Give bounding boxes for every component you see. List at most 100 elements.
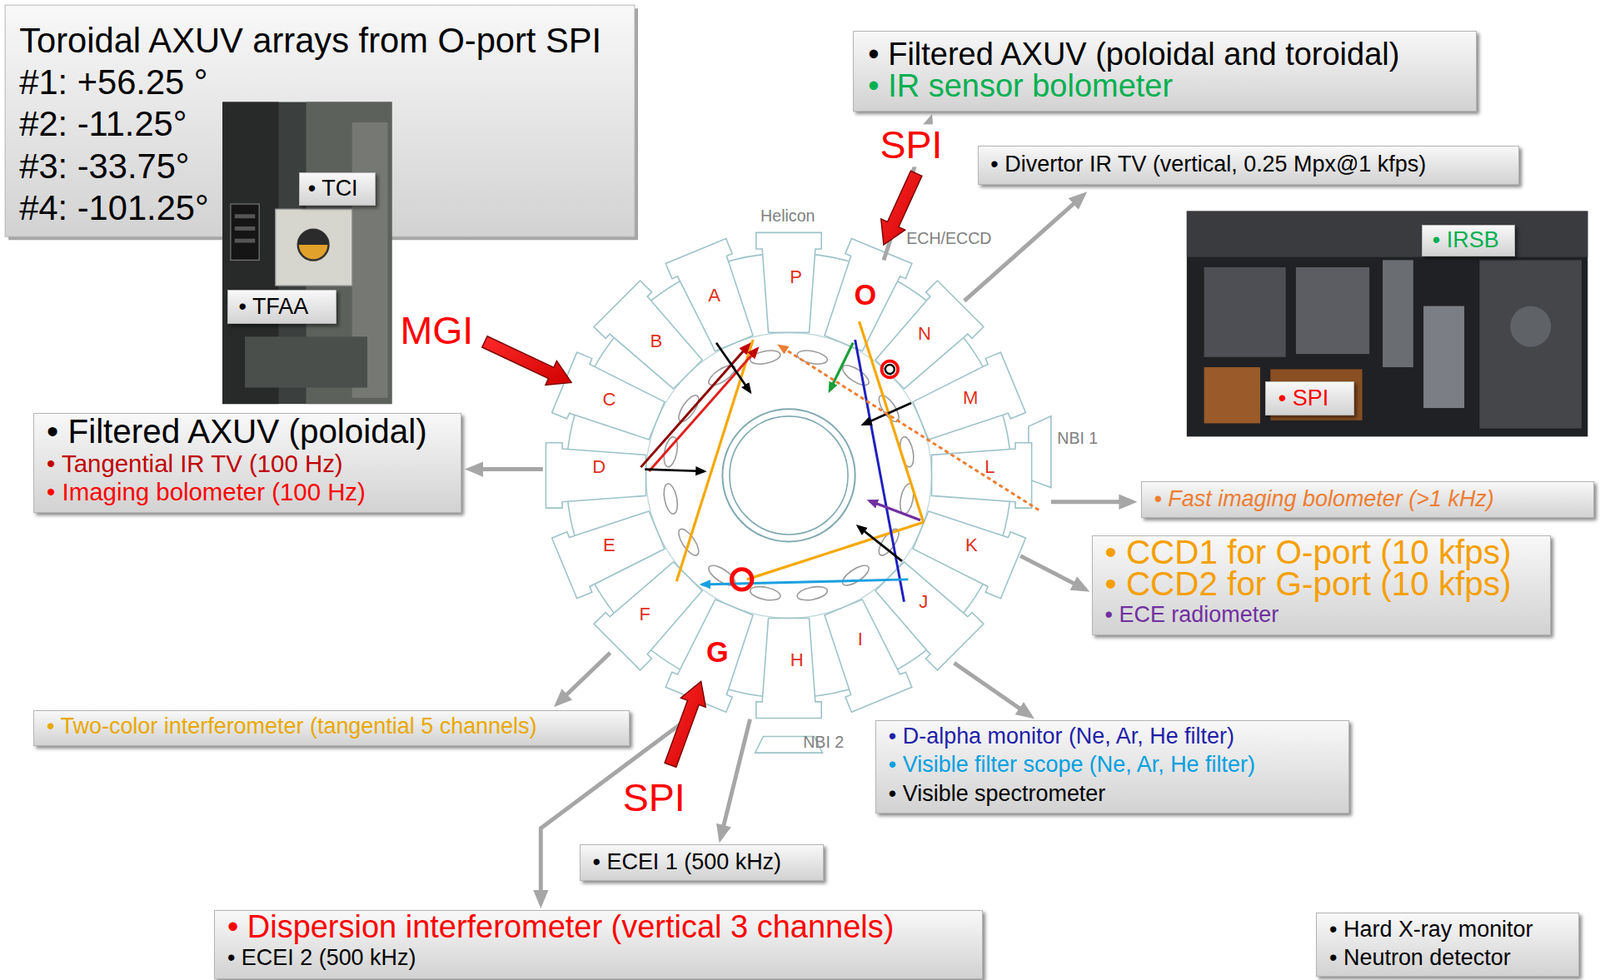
box-text: #1: +56.25 ° [19, 61, 623, 104]
ccd-view [859, 321, 924, 523]
port-name: NBI 1 [1056, 429, 1098, 449]
pellet-marker [731, 569, 753, 591]
coil [748, 584, 782, 604]
photo-slit [234, 226, 256, 231]
diagnostic-box: • Filtered AXUV (poloidal and toroidal)•… [852, 30, 1477, 112]
spi-arrow [664, 681, 706, 768]
box-text: • IRSB [1432, 227, 1507, 255]
photo-box [1204, 267, 1286, 358]
box-text: • Two-color interferometer (tangential 5… [46, 713, 621, 741]
port-letter: B [649, 331, 663, 352]
box-text: • ECEI 2 (500 kHz) [227, 943, 974, 972]
diagnostic-box: • Fast imaging bolometer (>1 kHz) [1141, 481, 1595, 519]
photo-ground [222, 102, 392, 405]
sight-lines [640, 321, 1039, 603]
photo-box [1295, 267, 1370, 354]
box-text: • ECE radiometer [1105, 599, 1543, 631]
diagnostic-box: • ECEI 1 (500 kHz) [579, 844, 824, 882]
ccd-view [747, 522, 924, 580]
photo-ground [1186, 211, 1588, 438]
box-text: • SPI [1278, 385, 1346, 413]
diagnostic-box: • Two-color interferometer (tangential 5… [33, 710, 629, 748]
axuv-view [644, 469, 704, 472]
photo-right [1186, 211, 1588, 438]
pointer-arrow [964, 194, 1084, 301]
photo-slit [234, 214, 256, 219]
photo-window [230, 204, 260, 260]
pointer-arrow [720, 719, 751, 839]
box-text: • Hard X-ray monitor [1329, 915, 1571, 944]
port-letter: I [857, 629, 863, 650]
port-letter: G [706, 637, 729, 669]
box-text: • Fast imaging bolometer (>1 kHz) [1153, 486, 1585, 514]
port-letter: J [918, 592, 928, 613]
box-text: • Visible filter scope (Ne, Ar, He filte… [888, 750, 1341, 779]
box-text: • Imaging bolometer (100 Hz) [46, 478, 453, 507]
photo-left [222, 102, 392, 405]
coil [839, 562, 873, 590]
pellet-marker [882, 361, 899, 379]
port [812, 594, 912, 713]
box-text: • Visible spectrometer [888, 779, 1341, 808]
coil [796, 348, 829, 367]
pointer-arrow [1020, 556, 1086, 590]
injector-arrows [482, 170, 923, 768]
box-text: Toroidal AXUV arrays from O-port SPI [19, 19, 623, 62]
coil [661, 483, 680, 516]
kstar-plan-view [545, 232, 1051, 753]
photo-tag: • TCI [299, 172, 376, 206]
port-name: NBI 2 [802, 733, 844, 753]
diagnostic-box: • Dispersion interferometer (vertical 3 … [214, 910, 983, 980]
port-letter: N [917, 323, 932, 344]
port [756, 618, 822, 718]
diagnostic-box: • Filtered AXUV (poloidal)• Tangential I… [33, 413, 461, 514]
coil [796, 584, 829, 604]
photo-ceiling [1186, 211, 1588, 258]
photo-box [1382, 259, 1414, 368]
photo-tag: • IRSB [1421, 224, 1516, 258]
box-text: • IR sensor bolometer [867, 69, 1466, 102]
center-stack [722, 408, 855, 542]
injector-label: SPI [623, 777, 686, 821]
fast-bolometer-view [779, 345, 1039, 510]
injector-label: SPI [877, 124, 946, 168]
axuv-view [857, 526, 903, 562]
ir-tv-view [640, 344, 749, 468]
box-text: • Tangential IR TV (100 Hz) [46, 449, 453, 479]
interferometer-chord [676, 339, 753, 582]
photo-copper [1204, 367, 1261, 424]
port [665, 239, 764, 357]
box-text: • Divertor IR TV (vertical, 0.25 Mpx@1 k… [990, 151, 1511, 179]
box-text: • Filtered AXUV (poloidal) [46, 414, 453, 450]
photo-tag: • SPI [1265, 381, 1355, 416]
port-letter: L [984, 457, 995, 478]
coil [839, 361, 873, 389]
port-letter: A [707, 285, 721, 306]
diagnostic-box: • D-alpha monitor (Ne, Ar, He filter)• V… [875, 720, 1349, 814]
box-text: • CCD1 for O-port (10 kfps) [1105, 536, 1543, 569]
box-text: #2: -11.25° [19, 103, 623, 145]
photo-panel [275, 209, 353, 286]
box-text: • TFAA [238, 294, 328, 321]
port-letter: H [790, 650, 804, 671]
box-text: • Dispersion interferometer (vertical 3 … [227, 911, 974, 944]
port-letter: C [602, 389, 616, 410]
port-letter: D [592, 457, 606, 478]
port-letter: M [962, 388, 978, 409]
photo-slit [234, 239, 256, 244]
port-letter: E [603, 535, 616, 556]
port [756, 232, 822, 333]
pointer-arrow [1051, 499, 1133, 504]
vessel-inner [646, 332, 933, 619]
injector-label: MGI [399, 310, 474, 354]
photo-flange [298, 229, 329, 245]
port-letter: K [965, 535, 978, 556]
photo-machine [1479, 259, 1582, 429]
photo-box [244, 336, 368, 388]
port-name: ECH/ECCD [906, 229, 992, 249]
box-text: • Filtered AXUV (poloidal and toroidal) [867, 38, 1466, 70]
ir-tv-view [648, 348, 758, 472]
mgi-arrow [482, 336, 572, 386]
ece-view [869, 501, 921, 521]
